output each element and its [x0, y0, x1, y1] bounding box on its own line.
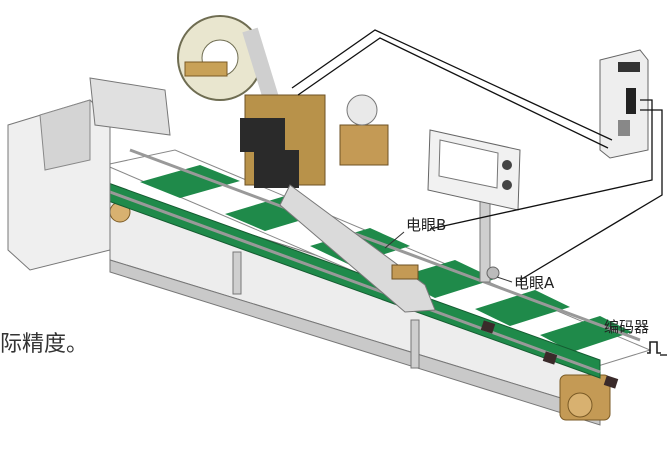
servo-driver: [599, 49, 649, 159]
hmi-panel: [427, 129, 521, 211]
support-posts: [232, 181, 500, 369]
sensor-b-label: 电眼B: [406, 216, 447, 234]
label-applicator: [177, 15, 436, 313]
encoder-label: 编码器: [604, 318, 650, 336]
callout-lines: [384, 231, 513, 283]
square-pulse-icon: [647, 341, 661, 354]
side-caption-text: 际精度。: [0, 332, 89, 357]
sensor-a-label: 电眼A: [514, 274, 555, 292]
signal-wires: [291, 29, 667, 356]
product-items: [480, 320, 619, 389]
feeder-unit: [7, 77, 171, 271]
